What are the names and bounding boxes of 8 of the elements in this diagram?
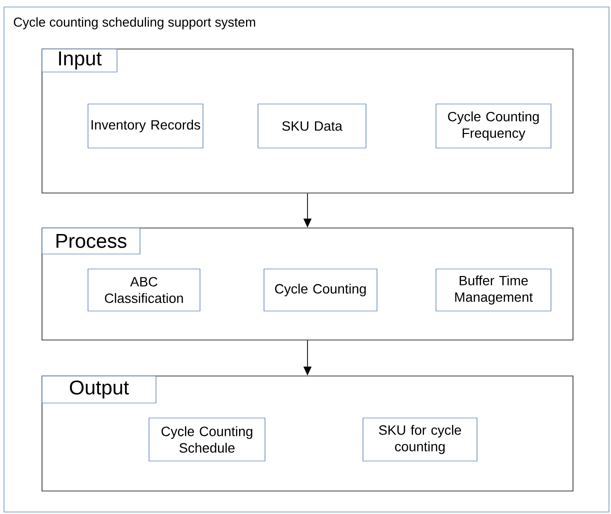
process-box: SKU for cycle counting: [362, 418, 478, 462]
process-box: Cycle Counting Frequency: [436, 104, 552, 148]
process-box: SKU Data: [258, 104, 366, 148]
process-box: Cycle Counting: [264, 268, 378, 312]
process-box: ABC Classification: [88, 268, 200, 312]
process-box: Cycle Counting Schedule: [148, 418, 266, 462]
process-box: Buffer Time Management: [436, 268, 552, 312]
process-box: Inventory Records: [88, 104, 204, 148]
